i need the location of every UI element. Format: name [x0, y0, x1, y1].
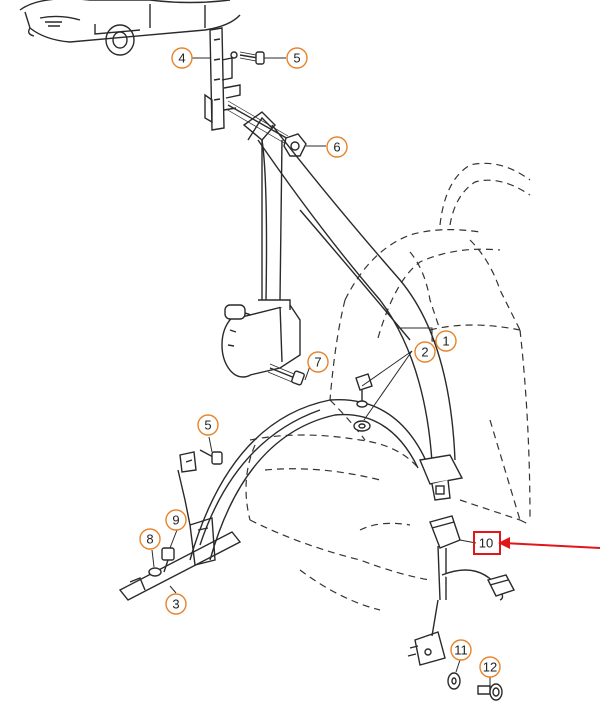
callout-c6: 6 — [326, 136, 348, 158]
callout-c5b: 5 — [197, 414, 219, 436]
callout-number: 3 — [172, 597, 179, 612]
bolt-7 — [267, 363, 305, 386]
callout-number: 11 — [454, 643, 468, 658]
callout-c2: 2 — [414, 341, 436, 363]
callout-circle — [171, 47, 193, 69]
bolt-5-top — [230, 51, 265, 65]
highlight-part-10 — [473, 531, 600, 555]
callout-number: 10 — [479, 536, 493, 551]
callout-number: 9 — [172, 513, 179, 528]
bolt-9 — [161, 547, 175, 573]
callout-c4: 4 — [171, 47, 193, 69]
callout-c8: 8 — [139, 528, 161, 550]
callout-c9: 9 — [165, 509, 187, 531]
belt-webbing — [189, 111, 456, 561]
callout-circle — [165, 593, 187, 615]
callout-number: 7 — [314, 355, 321, 370]
callout-c1: 1 — [435, 330, 457, 352]
callout-circle — [450, 639, 472, 661]
callout-number: 5 — [293, 51, 300, 66]
callout-circle — [307, 351, 329, 373]
callout-number: 2 — [421, 345, 428, 360]
car-thumbnail-icon — [19, 0, 241, 56]
callout-c7: 7 — [307, 351, 329, 373]
buckle-10 — [429, 515, 504, 601]
washer-11 — [447, 672, 461, 690]
callout-circle — [326, 136, 348, 158]
callout-circle — [165, 509, 187, 531]
height-adjuster-bracket — [204, 27, 241, 131]
callout-number: 5 — [204, 418, 211, 433]
callout-number: 1 — [442, 334, 449, 349]
callout-circle — [414, 341, 436, 363]
callout-circle — [435, 330, 457, 352]
buckle-anchor-bracket — [407, 599, 446, 666]
callout-circle — [479, 656, 501, 678]
sensor-connector — [486, 574, 516, 597]
callout-number: 4 — [178, 51, 185, 66]
callout-circle — [197, 414, 219, 436]
guide-clip-2 — [353, 373, 373, 432]
callout-c12: 12 — [479, 656, 501, 678]
callout-circle — [476, 533, 496, 553]
washer-8 — [148, 567, 162, 577]
retractor-reel — [221, 299, 301, 378]
callout-c3: 3 — [165, 593, 187, 615]
callout-number: 8 — [146, 532, 153, 547]
callout-c10: 10 — [476, 533, 496, 553]
callout-c11: 11 — [450, 639, 472, 661]
callout-circle — [139, 528, 161, 550]
bolt-12 — [477, 683, 503, 701]
lower-anchor-bar — [118, 451, 242, 601]
callout-c5a: 5 — [286, 47, 308, 69]
callout-number: 12 — [483, 660, 497, 675]
callout-circle — [286, 47, 308, 69]
seat-outline — [245, 162, 531, 611]
bolt-6 — [225, 100, 307, 157]
callout-number: 6 — [333, 140, 340, 155]
belt-tongue — [419, 454, 464, 501]
bolt-5-lower — [199, 449, 223, 465]
